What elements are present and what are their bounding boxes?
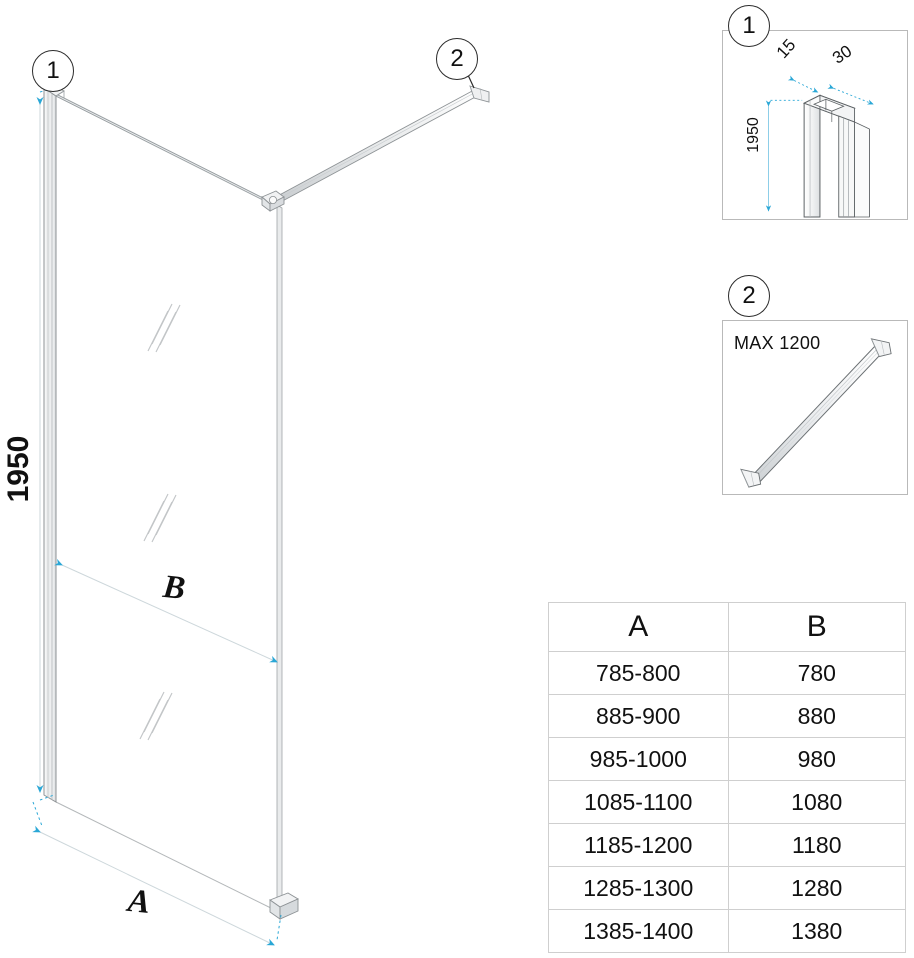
callout-bubble-1-label: 1	[46, 57, 60, 84]
dimension-label-b: B	[161, 568, 187, 608]
detail-1-drawing	[765, 75, 874, 218]
dimension-width-A	[32, 801, 282, 946]
table-cell-a: 885-900	[548, 694, 729, 738]
detail-2-support-bar	[740, 338, 892, 488]
detail-2-callout-bubble[interactable]: 2	[728, 275, 770, 317]
callout-bubble-2[interactable]: 2	[436, 38, 478, 80]
table-cell-a: 1285-1300	[548, 866, 729, 910]
table-cell-a: 1085-1100	[548, 780, 729, 824]
table-cell-b: 1280	[727, 866, 907, 910]
detail-1-profile	[802, 94, 870, 218]
table-cell-a: 1385-1400	[548, 909, 729, 953]
detail-1-dim-30	[827, 83, 874, 105]
table-cell-b: 780	[727, 651, 907, 695]
detail-1-dim-height	[765, 99, 803, 212]
table-cell-b: 1180	[727, 823, 907, 867]
support-bar	[271, 85, 490, 205]
callout-bubble-2-label: 2	[450, 45, 464, 72]
table-cell-b: 980	[727, 737, 907, 781]
dimension-label-a: A	[126, 882, 152, 922]
table-cell-b: 880	[727, 694, 907, 738]
detail-2-max-label: MAX 1200	[734, 333, 821, 353]
table-cell-a: 985-1000	[548, 737, 729, 781]
detail-2-callout-label: 2	[742, 282, 756, 309]
dimension-width-B	[54, 558, 278, 663]
table-header-a: A	[548, 602, 729, 652]
table-cell-b: 1380	[727, 909, 907, 953]
main-isometric-drawing	[32, 61, 490, 946]
callout-bubble-1[interactable]: 1	[32, 50, 74, 92]
table-header-b: B	[727, 602, 907, 652]
glass-reflection-marks	[139, 303, 181, 741]
bar-glass-connector	[261, 190, 285, 212]
table-cell-b: 1080	[727, 780, 907, 824]
table-cell-a: 785-800	[548, 651, 729, 695]
table-header-row: A B	[548, 602, 907, 652]
wall-profile	[43, 83, 65, 803]
glass-right-edge	[276, 204, 283, 914]
detail-1-label-height: 1950	[745, 117, 762, 153]
detail-panel-1: 15 30 1950	[722, 30, 908, 220]
dimension-label-height: 1950	[2, 435, 35, 503]
detail-2-drawing	[740, 338, 892, 488]
glass-panel	[55, 95, 282, 914]
detail-1-callout-bubble[interactable]: 1	[728, 5, 770, 47]
detail-1-callout-label: 1	[742, 12, 756, 39]
detail-panel-2: MAX 1200	[722, 320, 908, 495]
detail-1-dim-15	[787, 75, 819, 93]
table-cell-a: 1185-1200	[548, 823, 729, 867]
